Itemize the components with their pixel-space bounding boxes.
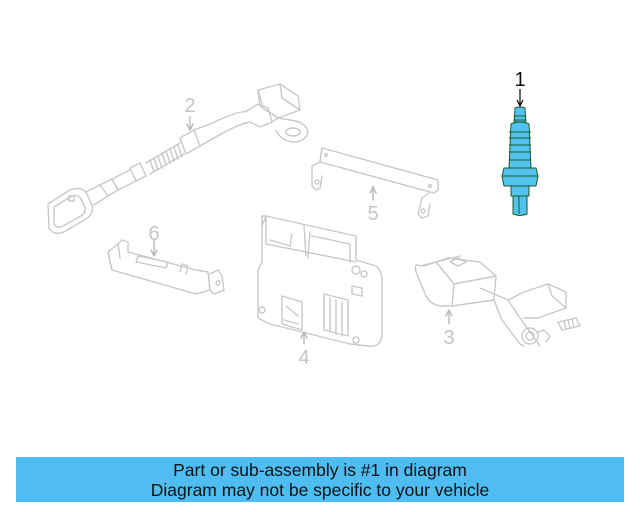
part-5-module-bracket[interactable] xyxy=(311,147,439,219)
part-1-spark-plug[interactable] xyxy=(501,89,539,216)
banner-line-disclaimer: Diagram may not be specific to your vehi… xyxy=(150,480,490,500)
callout-4: 4 xyxy=(298,347,309,369)
banner-line-part-number: Part or sub-assembly is #1 in diagram xyxy=(173,460,467,480)
callout-1: 1 xyxy=(514,69,525,91)
info-banner: Part or sub-assembly is #1 in diagram Di… xyxy=(16,457,624,502)
part-3-position-sensor[interactable] xyxy=(414,255,581,347)
callout-5: 5 xyxy=(367,203,378,225)
part-6-mounting-bracket[interactable] xyxy=(107,239,225,295)
callout-3: 3 xyxy=(443,327,454,349)
parts-diagram: 1 2 3 4 5 6 xyxy=(47,69,581,369)
callout-2: 2 xyxy=(184,95,195,117)
part-4-control-module[interactable] xyxy=(257,215,383,347)
callout-6: 6 xyxy=(148,223,159,245)
part-2-sensor-harness[interactable] xyxy=(47,83,309,235)
